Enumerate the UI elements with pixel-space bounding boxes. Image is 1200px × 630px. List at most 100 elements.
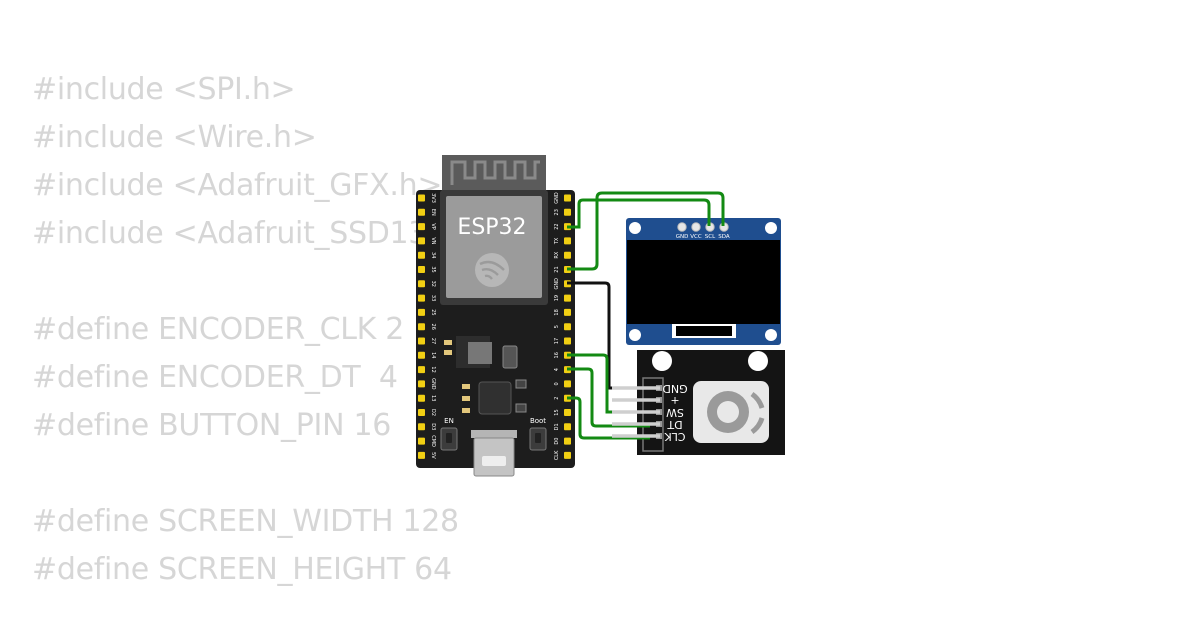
pin-header-pin[interactable] bbox=[418, 451, 425, 459]
pin-header-pin[interactable] bbox=[418, 337, 425, 345]
smd-component bbox=[515, 403, 527, 413]
pin-header-pin[interactable] bbox=[418, 409, 425, 416]
pin-header-pin[interactable] bbox=[418, 237, 425, 245]
smd-component bbox=[515, 379, 527, 389]
code-line: #include <Adafruit_GFX.h> bbox=[32, 168, 443, 203]
encoder-header-outline bbox=[642, 377, 664, 452]
led-power bbox=[444, 340, 452, 345]
pin-label: VP bbox=[430, 223, 436, 229]
wire-clk[interactable] bbox=[567, 396, 650, 440]
en-button-label: EN bbox=[444, 417, 454, 425]
pin-header-pin[interactable] bbox=[418, 423, 425, 431]
esp32-board[interactable]: ESP32 EN Boot 3V3ENVPVN34353233252627141… bbox=[416, 155, 575, 477]
encoder-pin-label: GND bbox=[662, 382, 687, 395]
pin-header-pin[interactable] bbox=[564, 294, 571, 302]
pin-label: 13 bbox=[430, 395, 436, 401]
pin-label: 23 bbox=[554, 209, 560, 215]
pin-header-pin[interactable] bbox=[564, 237, 571, 245]
pin-header-pin[interactable] bbox=[418, 394, 425, 402]
code-line: #include <SPI.h> bbox=[32, 72, 296, 107]
encoder-pin-label: DT bbox=[667, 418, 682, 431]
pin-header-pin[interactable] bbox=[564, 451, 571, 459]
pin-header-pin[interactable] bbox=[418, 223, 425, 231]
wire-dt[interactable] bbox=[567, 367, 650, 428]
encoder-pin-label: SW bbox=[666, 406, 684, 419]
pin-label: EN bbox=[430, 209, 436, 216]
pin-header-pin[interactable] bbox=[418, 251, 425, 259]
en-button-knob bbox=[446, 433, 452, 443]
pin-header-pin[interactable] bbox=[564, 409, 571, 416]
pin-label: RX bbox=[554, 251, 560, 258]
espressif-logo-icon bbox=[475, 253, 509, 287]
code-line: #include <Wire.h> bbox=[32, 120, 317, 155]
wire-scl[interactable] bbox=[567, 198, 711, 229]
mount-hole bbox=[629, 329, 641, 341]
pin-label: 17 bbox=[554, 338, 560, 344]
wire-gnd[interactable] bbox=[567, 281, 650, 390]
pin-label: D1 bbox=[554, 423, 560, 430]
pin-header-pin[interactable] bbox=[564, 437, 571, 445]
pin-header-pin[interactable] bbox=[564, 337, 571, 345]
encoder-leads bbox=[612, 386, 660, 438]
pin-label: D2 bbox=[430, 409, 436, 416]
rotate-arrow-icon bbox=[750, 417, 765, 435]
metal-shield bbox=[446, 196, 542, 298]
pin-header-pin[interactable] bbox=[564, 308, 571, 316]
oled-pin-label: SCL bbox=[705, 234, 716, 240]
pin-header-pin[interactable] bbox=[564, 380, 571, 388]
pin-label: 34 bbox=[430, 252, 436, 258]
pin-label: 2 bbox=[554, 397, 560, 400]
code-line: #define SCREEN_WIDTH 128 bbox=[32, 504, 459, 539]
oled-pin-label: GND bbox=[676, 234, 689, 240]
code-line: #define ENCODER_CLK 2 bbox=[32, 312, 405, 347]
usb-shell-top bbox=[471, 430, 517, 438]
code-background: #include <SPI.h> #include <Wire.h> #includ… bbox=[32, 66, 518, 594]
pin-label: 16 bbox=[554, 352, 560, 358]
pin-label: 32 bbox=[430, 281, 436, 287]
pin-header-pin[interactable] bbox=[564, 251, 571, 259]
pin-header-pin[interactable] bbox=[418, 437, 425, 445]
code-line: #define SCREEN_HEIGHT 64 bbox=[32, 552, 452, 587]
pin-header-pin[interactable] bbox=[564, 423, 571, 431]
pin-label: 14 bbox=[430, 352, 436, 358]
pin-label: 19 bbox=[554, 295, 560, 301]
pin-header-pin[interactable] bbox=[418, 266, 425, 273]
pin-label: 5V bbox=[430, 452, 436, 459]
pin-header-pin[interactable] bbox=[418, 308, 425, 316]
pin-label: 0 bbox=[554, 382, 560, 385]
wires bbox=[567, 191, 725, 440]
pin-header-pin[interactable] bbox=[418, 280, 425, 288]
wire-sw[interactable] bbox=[567, 353, 650, 414]
usb-uart-chip bbox=[478, 381, 512, 415]
pin-header-pin[interactable] bbox=[418, 366, 425, 374]
smd-resistor bbox=[444, 350, 452, 355]
pin-header-pin[interactable] bbox=[418, 194, 425, 202]
oled-pin[interactable] bbox=[677, 222, 687, 232]
pin-header-pin[interactable] bbox=[564, 208, 571, 216]
ribbon-cable-inner bbox=[676, 326, 732, 336]
pin-label: 3V3 bbox=[430, 193, 436, 203]
pin-label: D3 bbox=[430, 423, 436, 430]
pin-label: 18 bbox=[554, 309, 560, 315]
smd-resistor bbox=[462, 396, 470, 401]
encoder-shaft bbox=[717, 401, 739, 423]
pin-header-pin[interactable] bbox=[418, 208, 425, 216]
pin-header-pin[interactable] bbox=[418, 351, 425, 359]
oled-screen bbox=[627, 240, 780, 324]
pin-label: 21 bbox=[554, 266, 560, 272]
pin-header-pin[interactable] bbox=[418, 380, 425, 388]
pin-header-pin[interactable] bbox=[564, 323, 571, 331]
boot-button-label: Boot bbox=[530, 417, 546, 425]
pin-label: 33 bbox=[430, 295, 436, 301]
oled-pin-label: VCC bbox=[690, 234, 702, 240]
smd-resistor bbox=[462, 384, 470, 389]
mount-hole bbox=[652, 351, 672, 371]
pin-header-pin[interactable] bbox=[418, 294, 425, 302]
pin-header-pin[interactable] bbox=[564, 194, 571, 202]
oled-pin[interactable] bbox=[691, 222, 701, 232]
pin-header-pin[interactable] bbox=[418, 323, 425, 331]
wire-sda[interactable] bbox=[567, 191, 725, 271]
